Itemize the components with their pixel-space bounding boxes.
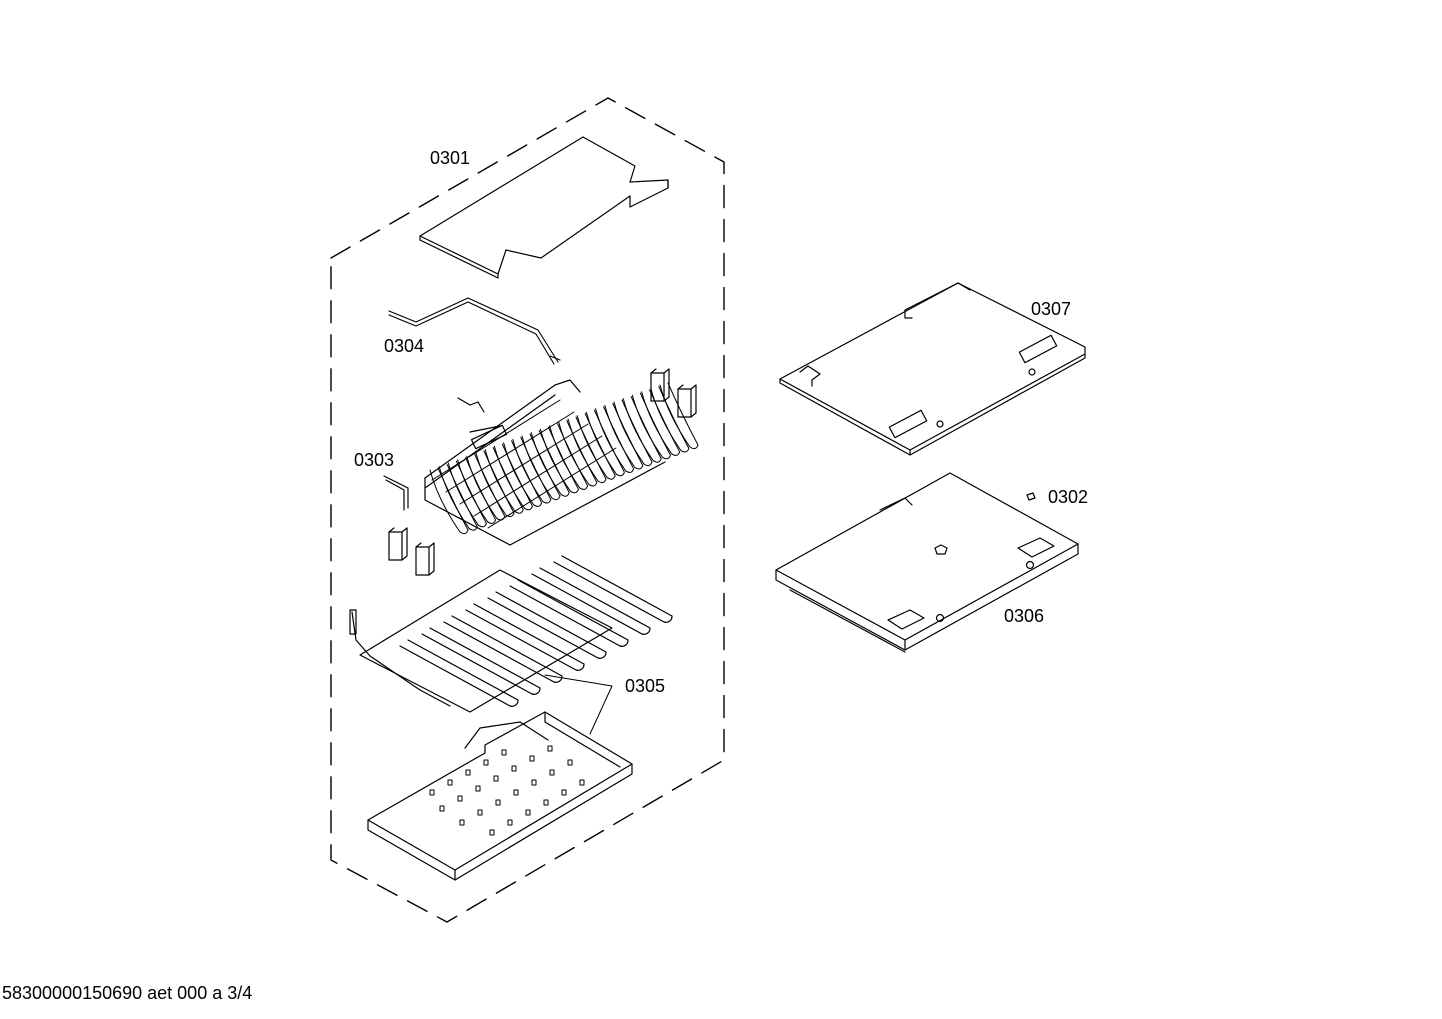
evaporator-fin <box>659 382 699 450</box>
tray-peg <box>529 755 535 762</box>
evaporator-tube <box>431 399 561 481</box>
evaporator-fin <box>549 423 589 490</box>
part-0303-evaporator <box>383 379 699 546</box>
tray-peg <box>475 785 481 792</box>
tray-peg <box>477 809 483 816</box>
heater-loop <box>509 579 629 647</box>
tray-peg <box>465 769 471 776</box>
tray-peg <box>549 769 555 776</box>
evaporator-fin <box>622 396 662 463</box>
sensor-0303-small <box>383 475 409 511</box>
evaporator-fin <box>595 406 635 473</box>
evaporator-fin <box>631 392 671 460</box>
heater-connector <box>349 609 357 635</box>
evaporator-fin <box>613 399 653 467</box>
tray-peg <box>439 805 445 812</box>
evaporator-tube <box>473 435 603 517</box>
evaporator-fin <box>604 402 644 470</box>
tray-peg <box>429 789 435 796</box>
evaporator-fin <box>512 436 552 504</box>
evaporator-fin <box>438 464 478 531</box>
evaporator-tube <box>445 411 575 493</box>
evaporator-fin <box>521 433 561 501</box>
evaporator-fins <box>429 382 699 535</box>
tray-peg <box>513 789 519 796</box>
evaporator-fin <box>457 457 497 524</box>
tray-peg <box>511 765 517 772</box>
evaporator-fin <box>429 467 469 535</box>
heater-frame <box>359 569 613 713</box>
part-0305-drip-tray <box>367 711 633 881</box>
tray-pegs <box>429 745 585 836</box>
tray-peg <box>459 819 465 826</box>
assembly-boundary-dashed <box>330 97 725 923</box>
evaporator-fin <box>475 450 515 518</box>
tray-peg <box>561 789 567 796</box>
label-0301: 0301 <box>430 148 471 168</box>
part-0307-plate <box>779 282 1086 456</box>
label-0303: 0303 <box>354 450 395 470</box>
evaporator-fin <box>567 416 607 484</box>
evaporator-fin <box>503 440 543 507</box>
evaporator-fin <box>447 460 487 528</box>
tray-peg <box>525 809 531 816</box>
spacer-blocks <box>388 368 697 576</box>
tray-peg <box>493 775 499 782</box>
part-0304-tube <box>388 297 561 365</box>
evaporator-fin <box>585 409 625 477</box>
heater-loop <box>465 603 585 671</box>
heater-loop <box>487 591 607 659</box>
heater-loop <box>553 555 673 623</box>
evaporator-fin <box>484 447 524 514</box>
tray-peg <box>579 779 585 786</box>
heater-loop <box>443 615 563 683</box>
part-0306-tray <box>775 472 1079 653</box>
heater-loop <box>421 627 541 695</box>
part-0302-plug <box>1026 492 1036 501</box>
tray-peg <box>489 829 495 836</box>
evaporator-tube <box>459 423 589 505</box>
label-0307: 0307 <box>1031 299 1072 319</box>
part-0301-cover-plate <box>419 136 669 279</box>
heater-loop <box>399 639 519 707</box>
tray-peg <box>483 759 489 766</box>
tray-peg <box>447 779 453 786</box>
tray-peg <box>543 799 549 806</box>
tray-peg <box>457 795 463 802</box>
tray-peg <box>495 799 501 806</box>
leader-lines-0305 <box>544 674 613 735</box>
heater-loop <box>531 567 651 635</box>
tray-peg <box>567 759 573 766</box>
evaporator-tube <box>487 447 617 529</box>
evaporator-fin <box>641 389 681 456</box>
label-0302: 0302 <box>1048 487 1089 507</box>
label-0304: 0304 <box>384 336 425 356</box>
tray-peg <box>501 749 507 756</box>
tray-peg <box>507 819 513 826</box>
evaporator-fin <box>539 426 579 494</box>
evaporator-fin <box>576 413 616 480</box>
label-0305: 0305 <box>625 676 666 696</box>
document-footer-id: 58300000150690 aet 000 a 3/4 <box>2 983 253 1003</box>
heater-wire <box>351 611 451 707</box>
evaporator-fin <box>530 430 570 497</box>
tray-peg <box>547 745 553 752</box>
evaporator-fin <box>650 385 690 453</box>
evaporator-fin <box>558 419 598 487</box>
tray-peg <box>531 779 537 786</box>
evaporator-fin <box>466 453 506 521</box>
part-0305-heater <box>349 555 673 713</box>
label-0306: 0306 <box>1004 606 1045 626</box>
